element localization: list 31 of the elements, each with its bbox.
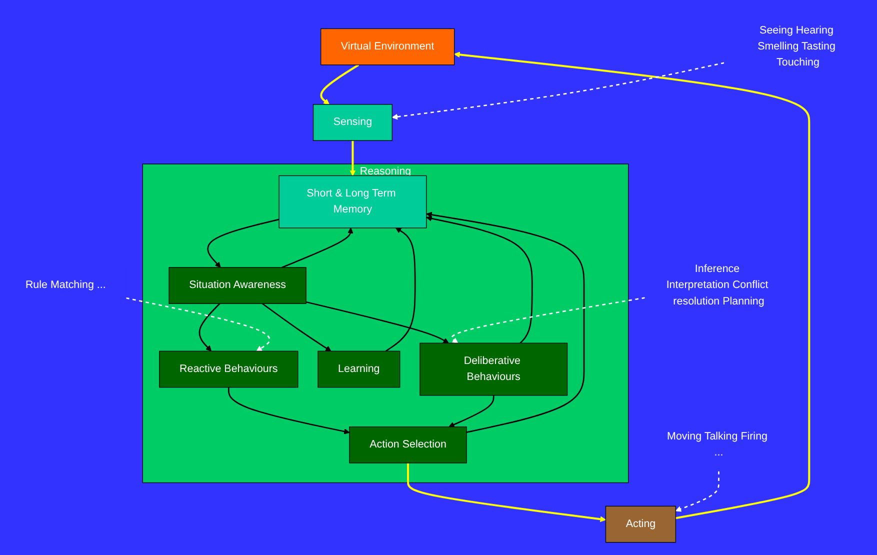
arrow <box>448 395 494 428</box>
arrow <box>262 303 332 352</box>
arrow <box>282 228 354 268</box>
node-text: Rule Matching ... <box>25 280 106 291</box>
node-box: Sensing <box>312 104 392 141</box>
node-box: Virtual Environment <box>320 28 455 66</box>
node-box: Reactive Behaviours <box>159 350 298 388</box>
arrow <box>385 228 416 352</box>
arrow <box>675 471 720 512</box>
arrow <box>207 218 280 268</box>
node-box: Learning <box>318 350 400 388</box>
arrow <box>198 303 220 352</box>
node-box: Deliberative Behaviours <box>420 342 568 396</box>
node-box: Situation Awareness <box>168 267 306 304</box>
arrow <box>350 140 356 176</box>
node-text: Moving Talking Firing ... <box>667 430 768 458</box>
arrow <box>426 216 533 344</box>
node-box: Acting <box>605 506 676 543</box>
arrow <box>426 212 585 433</box>
arrow <box>228 387 350 434</box>
arrow <box>320 64 360 105</box>
arrow <box>306 301 449 344</box>
node-box: Action Selection <box>349 426 467 464</box>
node-text: Seeing Hearing Smelling Tasting Touching <box>758 24 836 68</box>
arrow <box>126 297 270 352</box>
arrow <box>451 297 646 344</box>
node-text: Inference Interpretation Conflict resolution Planning <box>666 263 768 307</box>
arrow <box>407 463 606 522</box>
arrow <box>392 62 724 120</box>
node-box: Short & Long Term Memory <box>278 175 427 228</box>
arrow <box>454 52 810 520</box>
